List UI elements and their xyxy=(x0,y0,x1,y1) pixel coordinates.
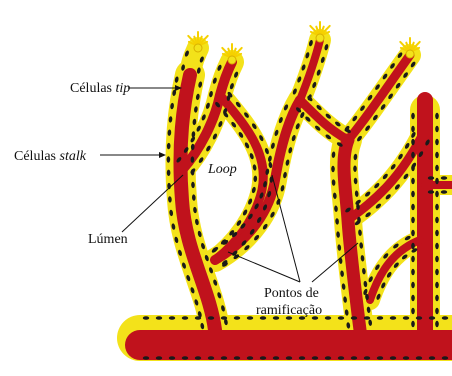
cell-nucleus xyxy=(441,176,447,180)
cell-nucleus xyxy=(435,204,439,210)
cell-nucleus xyxy=(411,230,415,236)
cell-nucleus xyxy=(435,230,439,236)
loop-label: Loop xyxy=(207,162,237,177)
cell-nucleus xyxy=(416,316,422,320)
cell-nucleus xyxy=(273,356,279,360)
cell-nucleus xyxy=(351,356,357,360)
cell-nucleus xyxy=(411,113,415,119)
cell-nucleus xyxy=(403,316,409,320)
cell-nucleus xyxy=(435,178,439,184)
cell-nucleus xyxy=(247,356,253,360)
cell-nucleus xyxy=(428,190,434,194)
cell-nucleus xyxy=(429,316,435,320)
cell-nucleus xyxy=(416,356,422,360)
cell-nucleus xyxy=(435,308,439,314)
cell-nucleus xyxy=(338,316,344,320)
cell-nucleus xyxy=(234,316,240,320)
lumen-label: Lúmen xyxy=(88,232,128,247)
stalk-cells-label: Células stalk xyxy=(14,149,87,164)
cell-nucleus xyxy=(351,316,357,320)
cell-nucleus xyxy=(435,152,439,158)
cell-nucleus xyxy=(429,356,435,360)
cell-nucleus xyxy=(390,356,396,360)
cell-nucleus xyxy=(411,269,415,275)
cell-nucleus xyxy=(338,356,344,360)
cell-nucleus xyxy=(299,356,305,360)
cell-nucleus xyxy=(411,217,415,223)
cell-nucleus xyxy=(435,269,439,275)
cell-nucleus xyxy=(435,321,439,327)
cell-nucleus xyxy=(411,256,415,262)
cell-nucleus xyxy=(411,243,415,249)
cell-nucleus xyxy=(411,126,415,132)
cell-nucleus xyxy=(143,316,149,320)
cell-nucleus xyxy=(411,191,415,197)
cell-nucleus xyxy=(442,356,448,360)
cell-nucleus xyxy=(411,152,415,158)
cell-nucleus xyxy=(208,356,214,360)
cell-nucleus xyxy=(247,316,253,320)
cell-nucleus xyxy=(435,217,439,223)
cell-nucleus xyxy=(221,356,227,360)
cell-nucleus xyxy=(182,316,188,320)
branch-points-label-line2: ramificação xyxy=(256,303,322,318)
cell-nucleus xyxy=(234,356,240,360)
cell-nucleus xyxy=(403,356,409,360)
cell-nucleus xyxy=(143,356,149,360)
cell-nucleus xyxy=(435,191,439,197)
cell-nucleus xyxy=(428,176,434,180)
stalk-cells-arrowhead xyxy=(159,152,166,158)
cell-nucleus xyxy=(156,316,162,320)
cell-nucleus xyxy=(208,316,214,320)
cell-nucleus xyxy=(411,282,415,288)
cell-nucleus xyxy=(435,126,439,132)
cell-nucleus xyxy=(435,139,439,145)
cell-nucleus xyxy=(312,356,318,360)
cell-nucleus xyxy=(325,316,331,320)
cell-nucleus xyxy=(411,308,415,314)
cell-nucleus xyxy=(260,356,266,360)
cell-nucleus xyxy=(364,316,370,320)
cell-nucleus xyxy=(377,316,383,320)
cell-nucleus xyxy=(182,356,188,360)
cell-nucleus xyxy=(435,282,439,288)
cell-nucleus xyxy=(435,165,439,171)
cell-nucleus xyxy=(411,139,415,145)
branch-points-label-line1: Pontos de xyxy=(264,286,319,301)
cell-nucleus xyxy=(411,204,415,210)
cell-nucleus xyxy=(441,190,447,194)
cell-nucleus xyxy=(435,113,439,119)
cell-nucleus xyxy=(156,356,162,360)
cell-nucleus xyxy=(377,356,383,360)
cell-nucleus xyxy=(442,316,448,320)
cell-nucleus xyxy=(390,316,396,320)
cell-nucleus xyxy=(411,295,415,301)
cell-nucleus xyxy=(435,243,439,249)
branch-points-leader-2 xyxy=(272,175,300,282)
cell-nucleus xyxy=(435,256,439,262)
cell-nucleus xyxy=(364,356,370,360)
cell-nucleus xyxy=(195,356,201,360)
cell-nucleus xyxy=(286,356,292,360)
cell-nucleus xyxy=(435,295,439,301)
tip-cells-label: Células tip xyxy=(70,81,130,96)
branch-points-leader-1 xyxy=(228,252,300,282)
cell-nucleus xyxy=(411,165,415,171)
cell-nucleus xyxy=(169,316,175,320)
cell-nucleus xyxy=(411,321,415,327)
cell-nucleus xyxy=(325,356,331,360)
cell-nucleus xyxy=(411,178,415,184)
cell-nucleus xyxy=(169,356,175,360)
